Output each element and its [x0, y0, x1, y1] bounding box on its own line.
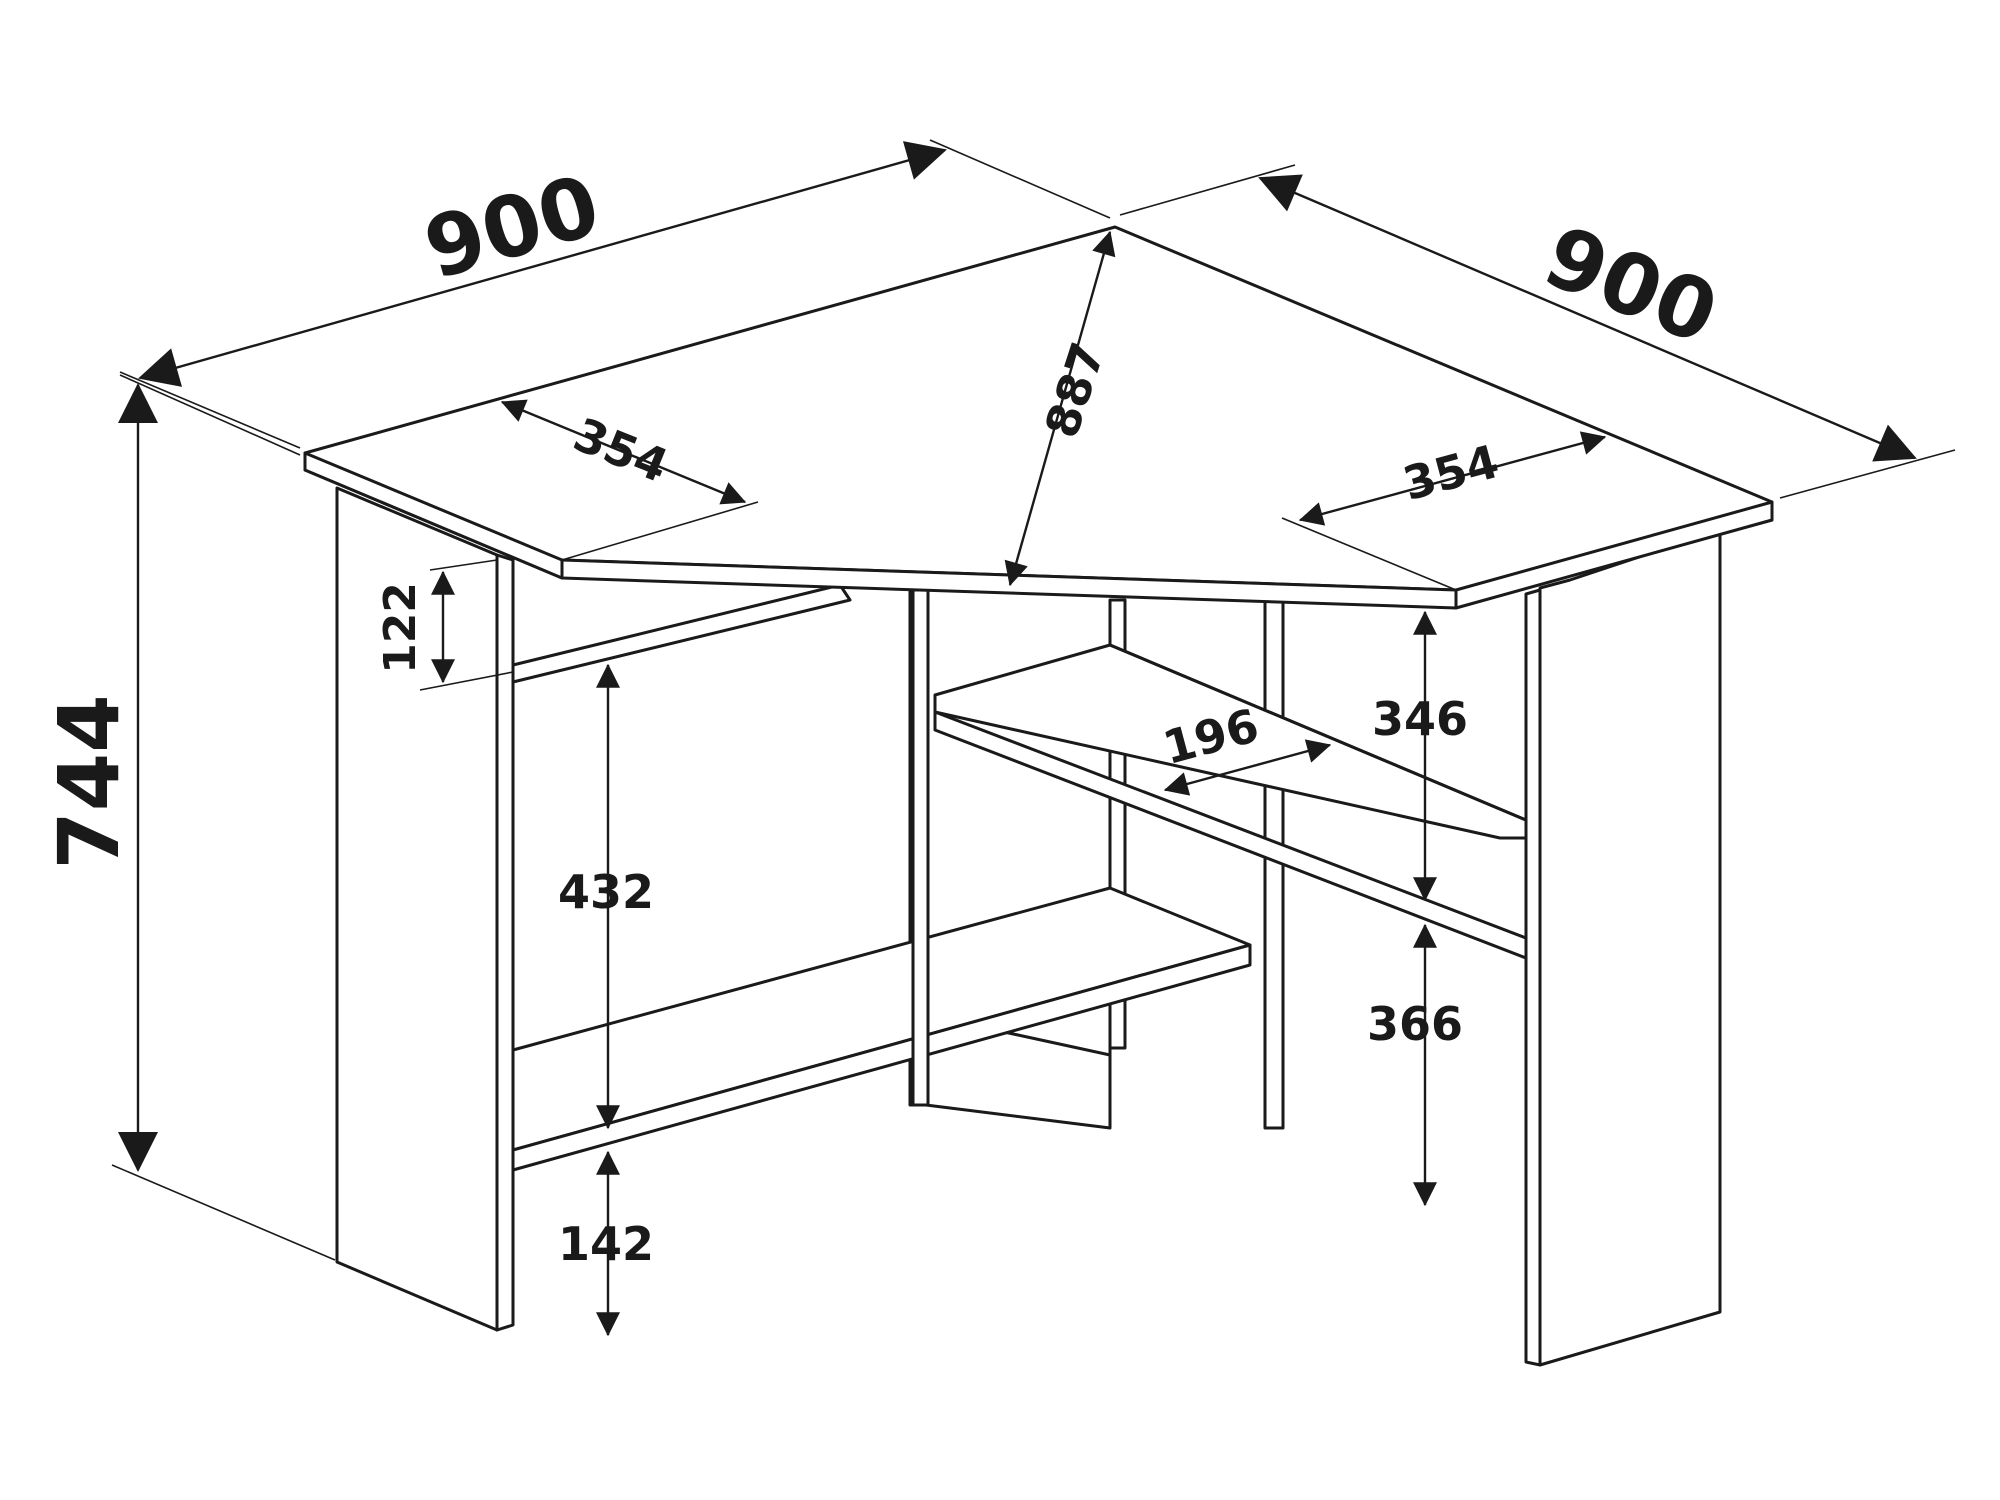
dim-shelf-depth: [1163, 739, 1332, 796]
label-width-right: 900: [1531, 207, 1730, 364]
label-height-total: 744: [40, 694, 138, 869]
ext-height-bottom: [111, 1164, 336, 1261]
desk-body: [303, 225, 1774, 1367]
middle-shelf-back-edge: [1108, 643, 1528, 822]
dimension-lines: [111, 139, 1956, 1337]
ext-122-top: [429, 559, 498, 571]
ext-354-right: [1281, 517, 1457, 591]
label-upper-opening: 346: [1372, 692, 1468, 746]
ext-right-front: [1779, 449, 1956, 499]
right-inner-leg: [1524, 588, 1542, 1367]
dim-top-left-depth: [500, 399, 747, 505]
ext-left-back: [929, 139, 1111, 219]
label-bottom-clearance: 142: [558, 1217, 654, 1271]
right-side-panel: [1538, 528, 1722, 1367]
ext-122-bottom: [419, 671, 514, 691]
left-inner-leg: [495, 553, 515, 1332]
ext-left-front: [119, 371, 301, 449]
center-front-leg: [911, 588, 930, 1107]
upper-left-rail: [511, 583, 852, 684]
dim-width-right: [1258, 174, 1917, 462]
label-width-left: 900: [414, 156, 610, 299]
table-top-front-edge-right: [1454, 500, 1774, 610]
label-leg-opening: 432: [558, 865, 654, 919]
dim-width-left: [138, 141, 947, 387]
ext-right-back: [1119, 164, 1296, 216]
ext-354-left: [561, 501, 759, 561]
bottom-shelf: [511, 886, 1252, 1152]
dim-diagonal-depth: [1004, 230, 1116, 587]
label-lower-opening: 366: [1367, 997, 1463, 1051]
dim-top-right-depth: [1298, 431, 1607, 526]
ext-height-top: [119, 374, 301, 456]
label-apron-height: 122: [375, 582, 426, 674]
